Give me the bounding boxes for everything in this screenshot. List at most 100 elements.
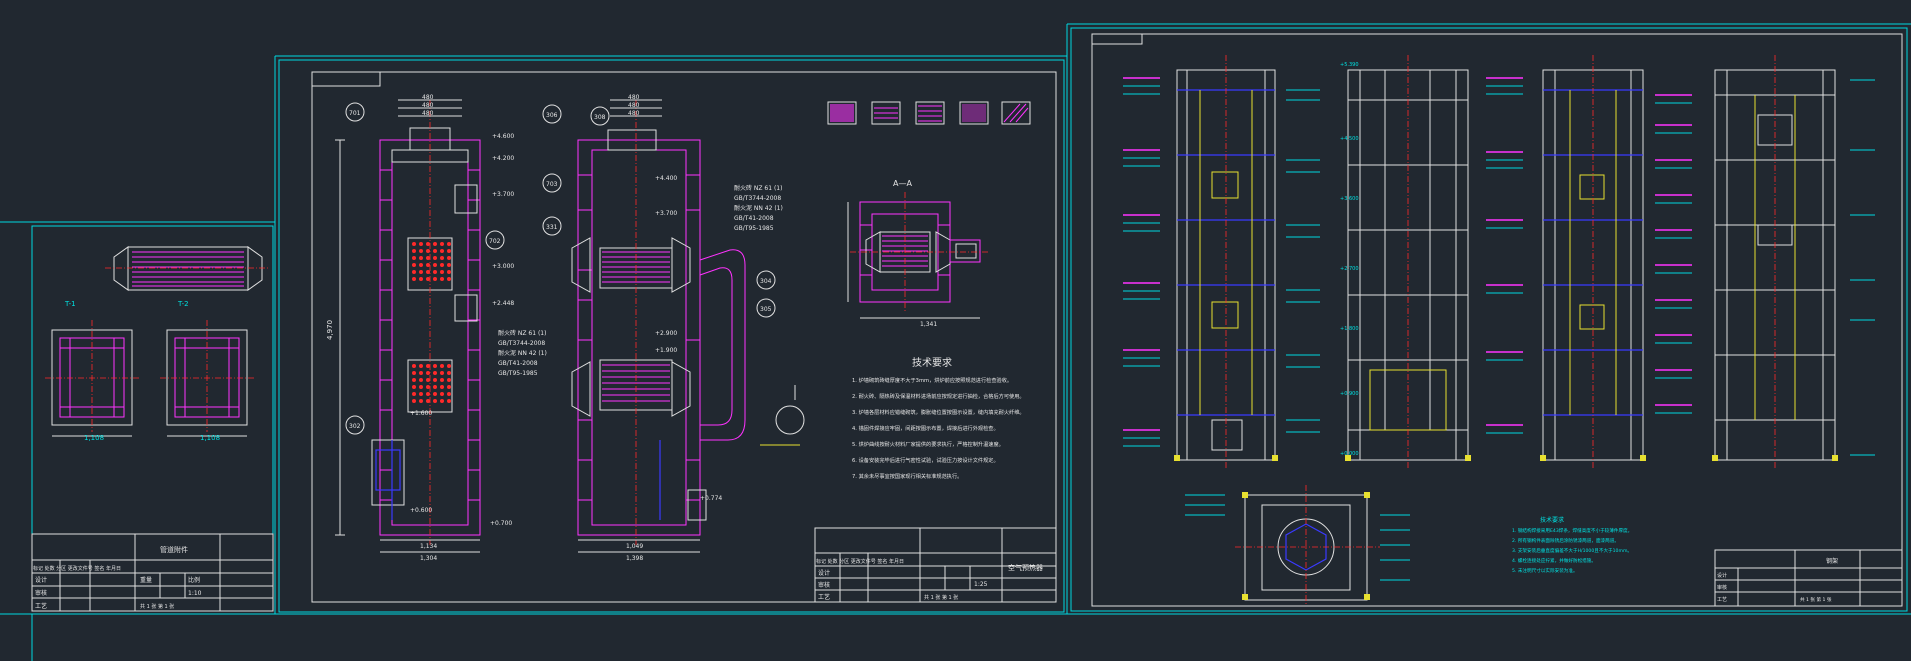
- svg-text:+1.800: +1.800: [1340, 326, 1359, 332]
- sheet1-sheet-count: 共 1 张 第 1 张: [140, 603, 174, 610]
- balloon-703: 703: [542, 173, 562, 193]
- svg-text:+4.500: +4.500: [1340, 136, 1359, 142]
- svg-text:702: 702: [489, 238, 501, 245]
- sheet3-sheet-count: 共 1 张 第 1 张: [1800, 596, 1832, 603]
- svg-text:+0.000: +0.000: [1340, 451, 1359, 457]
- svg-text:+3.000: +3.000: [492, 263, 514, 270]
- svg-text:3. 炉墙各层材料应错缝砌筑，膨胀缝位置按图示设置，缝内填充: 3. 炉墙各层材料应错缝砌筑，膨胀缝位置按图示设置，缝内填充耐火纤维。: [852, 408, 1025, 416]
- fitting-label-left: T-1: [64, 300, 76, 308]
- svg-text:+1.600: +1.600: [410, 410, 432, 417]
- sheet3-inner-border: [1091, 33, 1903, 607]
- sheet1-drawing-name: 管道附件: [160, 545, 188, 554]
- sheet3-design-label: 设计: [1717, 572, 1727, 579]
- sheet3-approve-label: 工艺: [1717, 597, 1727, 603]
- svg-text:6. 设备安装完毕后进行气密性试验，试验压力按设计文件规定。: 6. 设备安装完毕后进行气密性试验，试验压力按设计文件规定。: [852, 456, 999, 464]
- svg-text:305: 305: [760, 306, 772, 313]
- svg-text:308: 308: [594, 114, 606, 121]
- svg-text:306: 306: [546, 112, 558, 119]
- balloon-308: 308: [590, 106, 610, 126]
- sheet1-design-label: 设计: [35, 576, 47, 584]
- svg-text:+0.600: +0.600: [410, 507, 432, 514]
- svg-text:302: 302: [349, 423, 361, 430]
- sheet2-check-label: 审核: [818, 581, 830, 589]
- mid-bottom-dim-2: 1,398: [626, 555, 643, 562]
- svg-text:1. 炉墙砌筑砖缝厚度不大于3mm，烘炉前应按照规范进行检查: 1. 炉墙砌筑砖缝厚度不大于3mm，烘炉前应按照规范进行检查验收。: [852, 376, 1012, 384]
- sheet2-scale-value: 1:25: [974, 581, 988, 588]
- svg-text:GB/T3744-2008: GB/T3744-2008: [734, 195, 781, 202]
- svg-text:耐火泥 NN 42 (1): 耐火泥 NN 42 (1): [498, 349, 547, 357]
- sheet3-notes: 1. 钢结构焊接采用E43焊条，焊缝高度不小于较薄件厚度。 2. 所有钢构件表面…: [1512, 527, 1632, 574]
- sheet3-outer-border: [1070, 27, 1908, 612]
- svg-text:+2.900: +2.900: [655, 330, 677, 337]
- sheet1-pipe-fittings: T-1 T-2 1,108 1,108: [31, 225, 274, 612]
- sheet1-scale-value: 1:10: [188, 590, 202, 597]
- balloon-331: 331: [542, 216, 562, 236]
- sheet1-scale-label: 比例: [188, 576, 200, 584]
- svg-text:7. 其余未尽事宜按国家现行相关标准规范执行。: 7. 其余未尽事宜按国家现行相关标准规范执行。: [852, 472, 962, 480]
- balloon-305: 305: [756, 298, 776, 318]
- dim-left: 1,108: [84, 434, 104, 442]
- sheet3-steel-frame: +5.390 +4.500 +3.600 +2.700 +1.800 +0.90…: [1070, 27, 1908, 612]
- mid-top-dim-2: 480: [628, 102, 640, 109]
- left-bottom-dim-1: 1,134: [420, 543, 437, 550]
- svg-text:+0.700: +0.700: [490, 520, 512, 527]
- svg-text:331: 331: [546, 224, 558, 231]
- sheet3-elevation-tags: +5.390 +4.500 +3.600 +2.700 +1.800 +0.90…: [1340, 62, 1359, 457]
- mid-top-dim-1: 480: [628, 94, 640, 101]
- balloon-702: 702: [485, 230, 505, 250]
- sheet1-revision-header: 标记 处数 分区 更改文件号 签名 年月日: [33, 565, 121, 572]
- svg-text:+0.900: +0.900: [1340, 391, 1359, 397]
- sheet2-revision-header: 标记 处数 分区 更改文件号 签名 年月日: [816, 558, 904, 565]
- sheet1-title-block: [31, 533, 274, 612]
- svg-text:+3.700: +3.700: [492, 191, 514, 198]
- left-material-notes: 耐火砖 NZ 61 (1) GB/T3744-2008 耐火泥 NN 42 (1…: [498, 329, 547, 377]
- svg-text:+4.600: +4.600: [492, 133, 514, 140]
- left-top-dim-2: 480: [422, 102, 434, 109]
- mid-material-notes: 耐火砖 NZ 61 (1) GB/T3744-2008 耐火泥 NN 42 (1…: [734, 184, 783, 232]
- sheet3-notes-title: 技术要求: [1540, 516, 1564, 524]
- sheet2-air-preheater: 480 480 480 4,970 1,134 1,304 +4.600 +4.…: [278, 59, 1065, 613]
- svg-text:+2.700: +2.700: [1340, 266, 1359, 272]
- label-leaders: [1123, 77, 1875, 456]
- sheet1-weight-label: 重量: [140, 576, 152, 584]
- svg-text:+5.390: +5.390: [1340, 62, 1359, 68]
- sheet1-check-label: 审核: [35, 589, 47, 597]
- balloon-306: 306: [542, 104, 562, 124]
- dim-right: 1,108: [200, 434, 220, 442]
- fitting-section-right: [160, 320, 255, 437]
- section-a-a-dim: 1,341: [920, 321, 937, 328]
- sheet3-title-block: [1714, 549, 1903, 607]
- sheet3-corner-tag: [1092, 34, 1143, 45]
- sheet1-approve-label: 工艺: [35, 602, 47, 610]
- left-top-dim-3: 480: [422, 110, 434, 117]
- svg-text:701: 701: [349, 110, 361, 117]
- svg-text:GB/T95-1985: GB/T95-1985: [498, 370, 538, 377]
- left-elevation-marks: +4.600 +4.200 +3.700 +3.000 +2.448 +1.60…: [410, 133, 514, 527]
- svg-text:2. 耐火砖、隔热砖及保温材料进场前应按规定进行抽检，合格后: 2. 耐火砖、隔热砖及保温材料进场前应按规定进行抽检，合格后方可使用。: [852, 392, 1025, 400]
- mid-top-dim-3: 480: [628, 110, 640, 117]
- svg-text:304: 304: [760, 278, 772, 285]
- detail-view: [760, 385, 805, 446]
- mid-elevation-marks: +4.400 +3.700 +2.900 +1.900 +0.774: [655, 175, 722, 502]
- svg-text:4. 锚固件焊接应牢固，间距按图示布置，焊接后进行外观检查。: 4. 锚固件焊接应牢固，间距按图示布置，焊接后进行外观检查。: [852, 424, 999, 432]
- sheet2-sheet-count: 共 1 张 第 1 张: [924, 594, 958, 601]
- sheet3-drawing-name: 钢架: [1826, 557, 1838, 565]
- section-a-a-label: A—A: [893, 179, 912, 188]
- mid-bottom-dim-1: 1,049: [626, 543, 643, 550]
- svg-text:GB/T3744-2008: GB/T3744-2008: [498, 340, 545, 347]
- svg-text:耐火砖 NZ 61 (1): 耐火砖 NZ 61 (1): [498, 329, 546, 337]
- svg-text:+3.700: +3.700: [655, 210, 677, 217]
- sheet2-corner-tag: [312, 72, 381, 87]
- svg-text:GB/T41-2008: GB/T41-2008: [498, 360, 538, 367]
- balloon-302: 302: [345, 415, 365, 435]
- left-bottom-dim-2: 1,304: [420, 555, 437, 562]
- svg-text:+4.200: +4.200: [492, 155, 514, 162]
- frame-elevation-4: [1712, 55, 1838, 470]
- middle-elevation-view: [571, 99, 746, 553]
- svg-text:+1.900: +1.900: [655, 347, 677, 354]
- svg-text:+2.448: +2.448: [492, 300, 514, 307]
- sheet2-inner-border: [311, 71, 1057, 603]
- svg-text:+0.774: +0.774: [700, 495, 722, 502]
